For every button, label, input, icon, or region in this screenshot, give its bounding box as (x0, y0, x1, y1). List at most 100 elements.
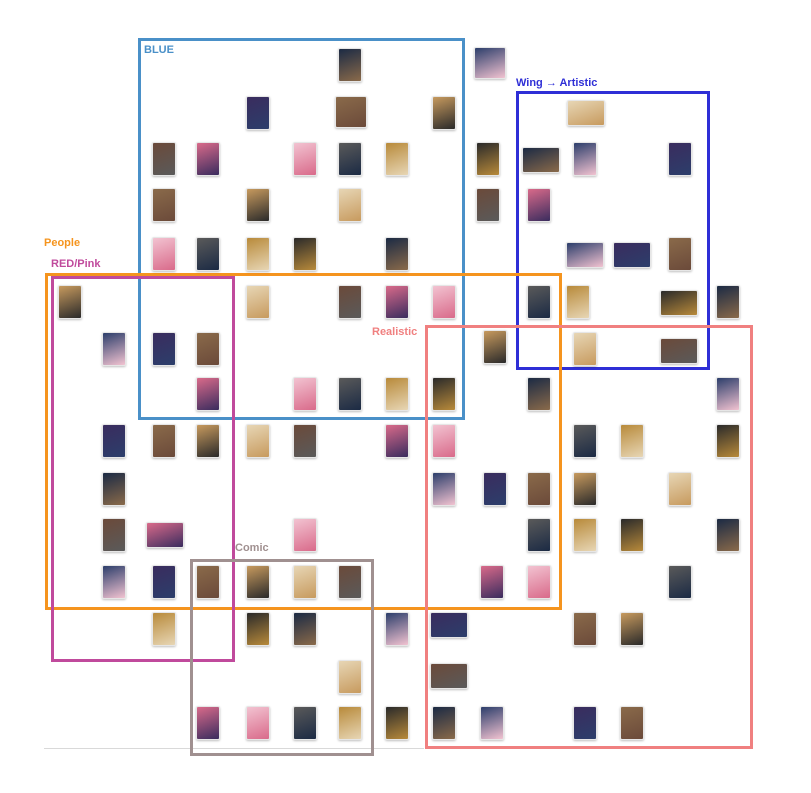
image-thumbnail[interactable] (483, 330, 507, 364)
image-thumbnail[interactable] (613, 242, 651, 268)
image-thumbnail[interactable] (566, 285, 590, 319)
image-thumbnail[interactable] (146, 522, 184, 548)
image-thumbnail[interactable] (527, 285, 551, 319)
image-thumbnail[interactable] (102, 472, 126, 506)
image-thumbnail[interactable] (385, 285, 409, 319)
image-thumbnail[interactable] (338, 377, 362, 411)
image-thumbnail[interactable] (338, 188, 362, 222)
image-thumbnail[interactable] (385, 706, 409, 740)
image-thumbnail[interactable] (152, 188, 176, 222)
image-thumbnail[interactable] (668, 237, 692, 271)
image-thumbnail[interactable] (152, 565, 176, 599)
image-thumbnail[interactable] (152, 612, 176, 646)
image-thumbnail[interactable] (483, 472, 507, 506)
image-thumbnail[interactable] (102, 518, 126, 552)
image-thumbnail[interactable] (716, 377, 740, 411)
image-thumbnail[interactable] (293, 424, 317, 458)
image-thumbnail[interactable] (620, 518, 644, 552)
image-thumbnail[interactable] (246, 612, 270, 646)
image-thumbnail[interactable] (573, 332, 597, 366)
image-thumbnail[interactable] (102, 565, 126, 599)
image-thumbnail[interactable] (385, 237, 409, 271)
image-thumbnail[interactable] (620, 706, 644, 740)
image-thumbnail[interactable] (432, 96, 456, 130)
image-thumbnail[interactable] (385, 142, 409, 176)
image-thumbnail[interactable] (246, 188, 270, 222)
image-thumbnail[interactable] (573, 612, 597, 646)
image-thumbnail[interactable] (152, 332, 176, 366)
image-thumbnail[interactable] (196, 142, 220, 176)
image-thumbnail[interactable] (293, 706, 317, 740)
image-thumbnail[interactable] (246, 424, 270, 458)
image-thumbnail[interactable] (338, 48, 362, 82)
image-thumbnail[interactable] (716, 518, 740, 552)
image-thumbnail[interactable] (430, 663, 468, 689)
image-thumbnail[interactable] (196, 424, 220, 458)
image-thumbnail[interactable] (432, 706, 456, 740)
image-thumbnail[interactable] (102, 332, 126, 366)
image-thumbnail[interactable] (385, 377, 409, 411)
image-thumbnail[interactable] (527, 518, 551, 552)
image-thumbnail[interactable] (385, 612, 409, 646)
image-thumbnail[interactable] (668, 142, 692, 176)
image-thumbnail[interactable] (480, 565, 504, 599)
cluster-label-realistic[interactable]: Realistic (372, 326, 418, 338)
image-thumbnail[interactable] (660, 290, 698, 316)
image-thumbnail[interactable] (620, 612, 644, 646)
image-thumbnail[interactable] (668, 472, 692, 506)
image-thumbnail[interactable] (152, 237, 176, 271)
image-thumbnail[interactable] (567, 100, 605, 126)
cluster-label-wing-artistic[interactable]: Wing → Artistic (516, 77, 598, 89)
image-thumbnail[interactable] (573, 424, 597, 458)
image-thumbnail[interactable] (668, 565, 692, 599)
image-thumbnail[interactable] (152, 142, 176, 176)
image-thumbnail[interactable] (660, 338, 698, 364)
image-thumbnail[interactable] (338, 706, 362, 740)
image-thumbnail[interactable] (152, 424, 176, 458)
image-thumbnail[interactable] (573, 706, 597, 740)
image-thumbnail[interactable] (338, 565, 362, 599)
image-thumbnail[interactable] (293, 377, 317, 411)
cluster-label-red-pink[interactable]: RED/Pink (51, 258, 101, 270)
image-thumbnail[interactable] (573, 142, 597, 176)
image-thumbnail[interactable] (527, 472, 551, 506)
image-thumbnail[interactable] (476, 142, 500, 176)
image-thumbnail[interactable] (196, 332, 220, 366)
image-thumbnail[interactable] (58, 285, 82, 319)
image-thumbnail[interactable] (476, 188, 500, 222)
image-thumbnail[interactable] (716, 285, 740, 319)
image-thumbnail[interactable] (430, 612, 468, 638)
image-thumbnail[interactable] (527, 565, 551, 599)
image-thumbnail[interactable] (338, 142, 362, 176)
image-thumbnail[interactable] (293, 612, 317, 646)
image-thumbnail[interactable] (196, 237, 220, 271)
image-thumbnail[interactable] (474, 47, 506, 79)
image-thumbnail[interactable] (293, 518, 317, 552)
image-thumbnail[interactable] (293, 237, 317, 271)
image-thumbnail[interactable] (338, 285, 362, 319)
image-thumbnail[interactable] (246, 285, 270, 319)
image-thumbnail[interactable] (527, 188, 551, 222)
image-thumbnail[interactable] (338, 660, 362, 694)
cluster-label-blue[interactable]: BLUE (144, 44, 174, 56)
image-thumbnail[interactable] (716, 424, 740, 458)
image-thumbnail[interactable] (196, 377, 220, 411)
image-thumbnail[interactable] (522, 147, 560, 173)
image-thumbnail[interactable] (246, 96, 270, 130)
image-thumbnail[interactable] (246, 565, 270, 599)
image-thumbnail[interactable] (573, 518, 597, 552)
image-thumbnail[interactable] (385, 424, 409, 458)
image-thumbnail[interactable] (335, 96, 367, 128)
image-thumbnail[interactable] (293, 142, 317, 176)
image-thumbnail[interactable] (432, 377, 456, 411)
image-thumbnail[interactable] (480, 706, 504, 740)
image-thumbnail[interactable] (432, 424, 456, 458)
image-thumbnail[interactable] (620, 424, 644, 458)
image-thumbnail[interactable] (432, 472, 456, 506)
image-thumbnail[interactable] (573, 472, 597, 506)
cluster-label-people[interactable]: People (44, 237, 81, 249)
image-thumbnail[interactable] (196, 565, 220, 599)
image-thumbnail[interactable] (566, 242, 604, 268)
image-thumbnail[interactable] (432, 285, 456, 319)
